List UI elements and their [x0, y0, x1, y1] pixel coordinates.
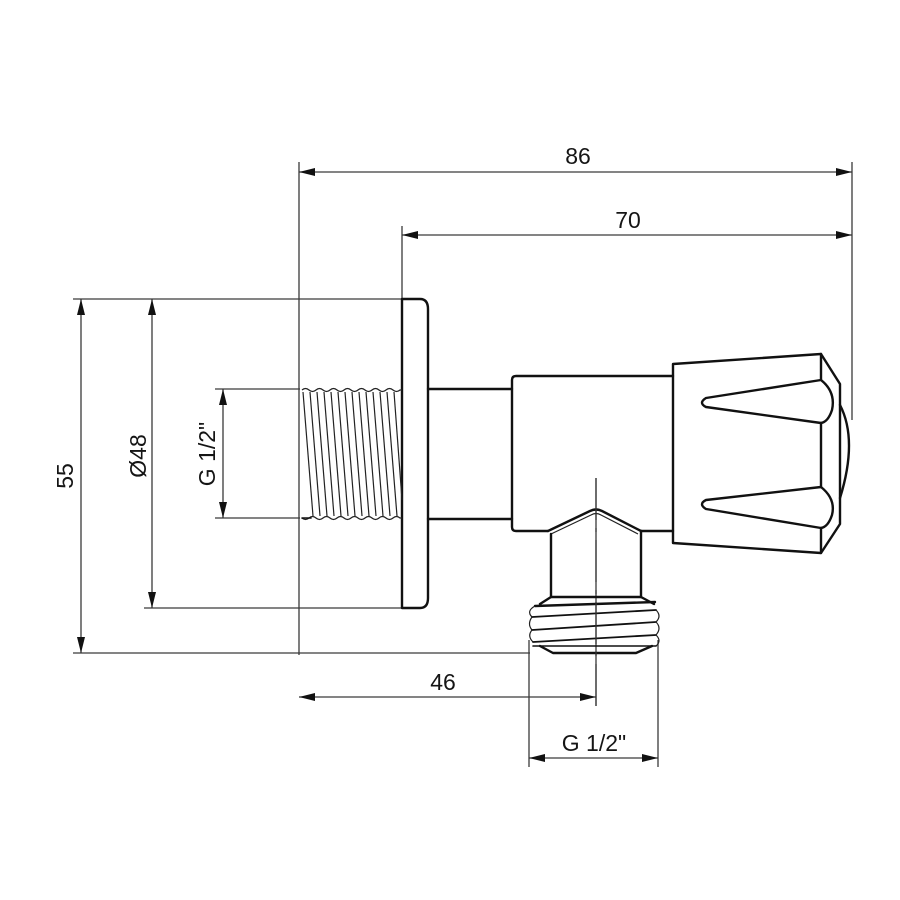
dimension-label-55: 55: [52, 463, 78, 489]
outlet-connector: [528, 529, 660, 655]
valve-stem: [426, 387, 514, 521]
valve-body: [510, 374, 675, 535]
dimension-label-diameter-48: Ø48: [125, 434, 151, 477]
dimension-overall-height: 55: [52, 298, 530, 654]
dimension-label-outlet-thread: G 1/2": [562, 730, 626, 756]
dimension-label-46: 46: [430, 669, 456, 695]
dimension-flange-diameter: Ø48: [125, 299, 402, 609]
arrow-right-icon: [642, 754, 658, 762]
dimension-outlet-thread: G 1/2": [528, 640, 659, 767]
arrow-up-icon: [77, 299, 85, 315]
arrow-right-icon: [836, 168, 852, 176]
arrow-left-icon: [529, 754, 545, 762]
arrow-right-icon: [580, 693, 596, 701]
dimension-label-70: 70: [615, 207, 641, 233]
valve-handle: [671, 352, 851, 555]
arrow-down-icon: [219, 502, 227, 518]
arrow-up-icon: [219, 389, 227, 405]
arrow-up-icon: [148, 299, 156, 315]
arrow-right-icon: [836, 231, 852, 239]
arrow-left-icon: [299, 168, 315, 176]
arrow-down-icon: [148, 592, 156, 608]
dimension-label-inlet-thread: G 1/2": [194, 422, 220, 486]
dimension-valve-length: 70: [401, 207, 852, 298]
dimension-inlet-thread: G 1/2": [194, 388, 300, 519]
arrow-left-icon: [299, 693, 315, 701]
dimension-overall-length: 86: [298, 143, 853, 655]
wall-flange: [400, 297, 430, 610]
dimension-label-86: 86: [565, 143, 591, 169]
arrow-left-icon: [402, 231, 418, 239]
arrow-down-icon: [77, 637, 85, 653]
inlet-thread: [301, 387, 403, 521]
